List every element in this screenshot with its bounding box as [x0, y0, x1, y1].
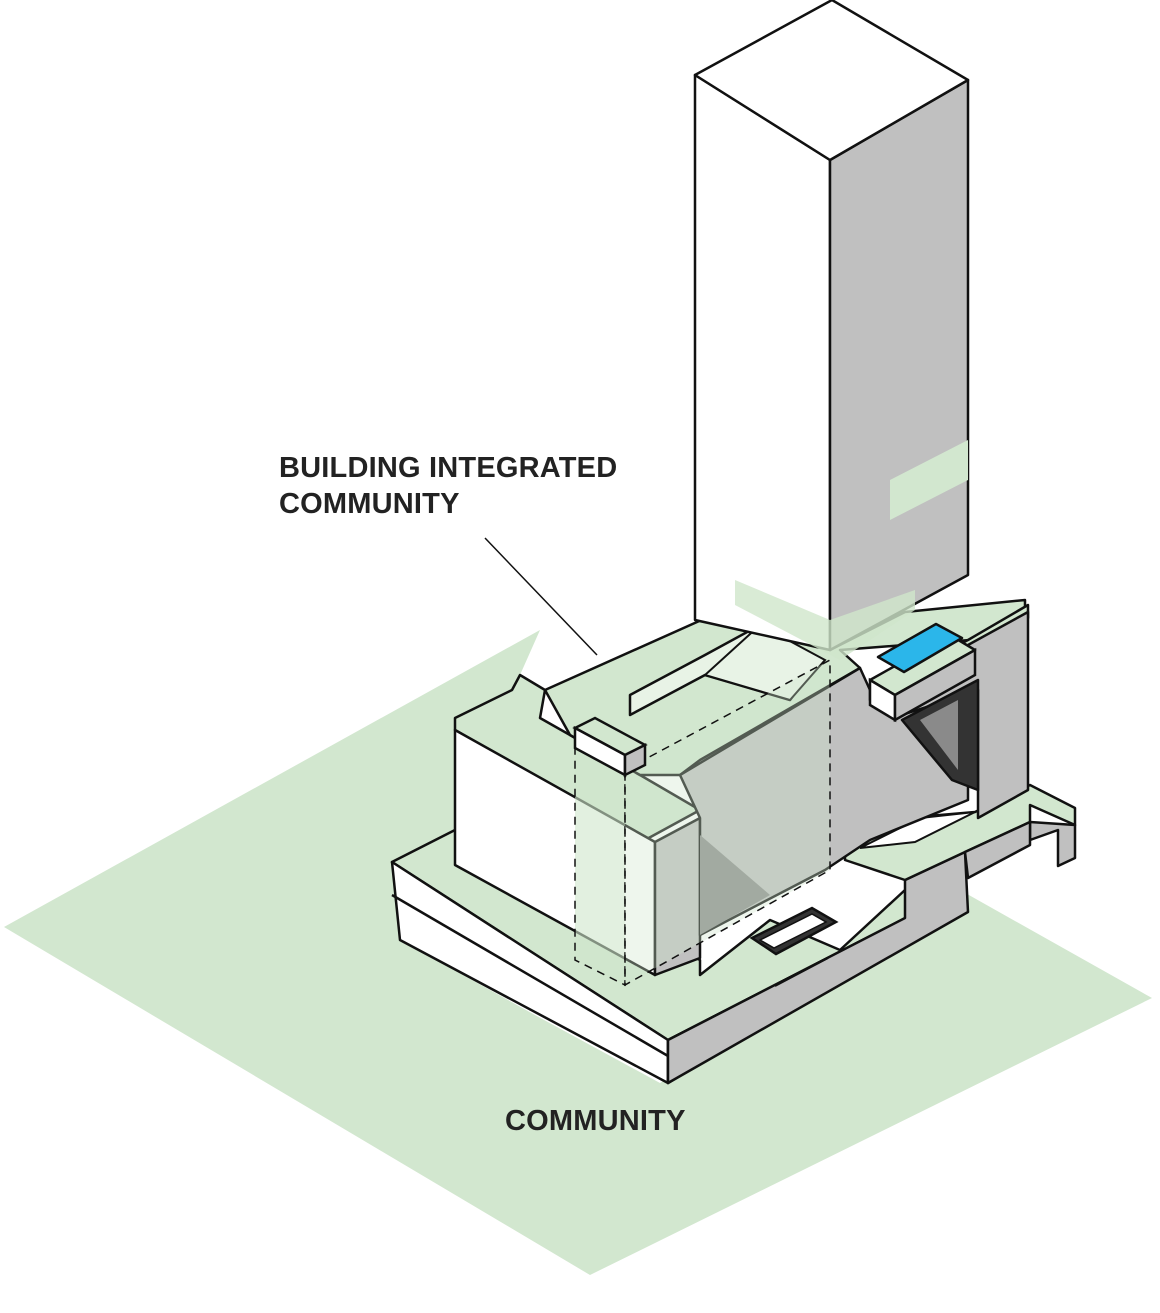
upper-label-line-1: BUILDING INTEGRATED — [279, 452, 617, 484]
tower-base-green-wedge — [735, 580, 915, 660]
upper-label-line-2: COMMUNITY — [279, 488, 460, 520]
podium-band-line — [391, 893, 669, 1058]
pool-water — [876, 622, 964, 674]
roof-garden-bed-2 — [703, 623, 827, 702]
portal-void-light — [920, 700, 958, 770]
integrated-community-volume — [574, 743, 626, 987]
mid-rise-shadow — [700, 835, 770, 935]
tower-roof — [693, 0, 970, 162]
rooftop-small-block-side — [623, 742, 647, 778]
community-ground-plane — [4, 630, 1152, 1275]
ground-label: COMMUNITY — [505, 1105, 686, 1137]
right-wing-side — [963, 820, 1032, 880]
pool-block-side — [893, 647, 977, 723]
label-leader-line — [484, 537, 598, 656]
right-wing-face — [1028, 820, 1077, 868]
left-block-side — [653, 816, 702, 977]
tower-side-face — [828, 78, 970, 652]
podium-slot — [774, 957, 829, 987]
podium-light-well-inner — [758, 913, 828, 949]
tower-front-face — [693, 73, 832, 652]
tower-sky-garden-band — [890, 440, 968, 520]
integrated-community-volume-side — [624, 658, 831, 987]
